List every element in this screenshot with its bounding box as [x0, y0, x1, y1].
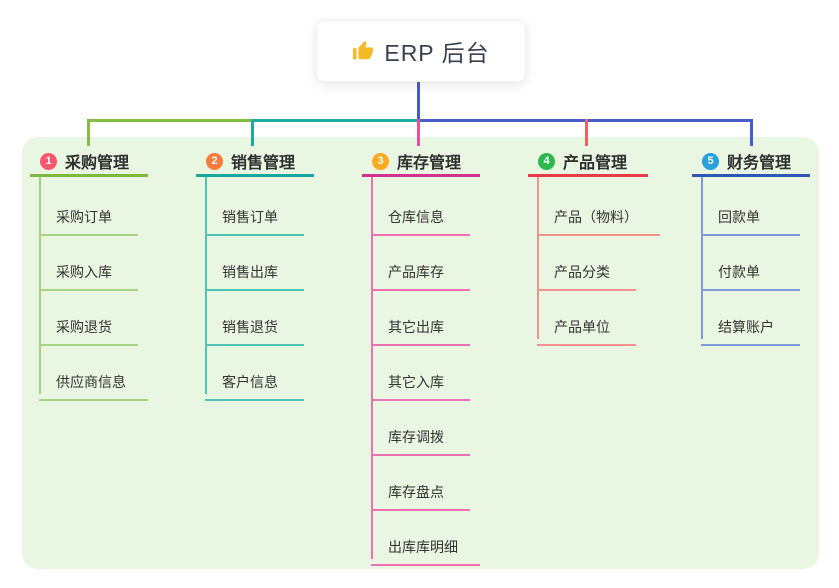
sub-node-label: 采购订单 [56, 209, 112, 225]
branch-trunk-line [371, 177, 373, 559]
sub-node-label: 付款单 [718, 264, 760, 280]
node-product-unit[interactable]: 产品单位 [537, 297, 636, 346]
sub-node-label: 供应商信息 [56, 374, 126, 390]
branch-trunk-line [39, 177, 41, 394]
sub-node-label: 其它出库 [388, 319, 444, 335]
sub-node-label: 客户信息 [222, 374, 278, 390]
root-connector-line [417, 80, 420, 121]
node-product-category[interactable]: 产品分类 [537, 242, 636, 291]
branches-panel [22, 137, 819, 569]
sub-node-label: 销售订单 [222, 209, 278, 225]
node-outbound-detail[interactable]: 出库库明细 [371, 517, 480, 566]
branch-drop-line-purchase [87, 119, 90, 146]
branch-drop-line-product [585, 119, 588, 146]
thumbs-up-icon [352, 40, 374, 62]
sub-node-label: 销售退货 [222, 319, 278, 335]
node-purchase-return[interactable]: 采购退货 [39, 297, 138, 346]
node-supplier-info[interactable]: 供应商信息 [39, 352, 148, 401]
branch-drop-line-inventory [417, 119, 420, 146]
node-collection-note[interactable]: 回款单 [701, 187, 800, 236]
node-product-material[interactable]: 产品（物料） [537, 187, 660, 236]
branch-trunk-line [205, 177, 207, 394]
branch-label: 采购管理 [65, 155, 130, 172]
branch-label: 产品管理 [563, 155, 628, 172]
node-payment-note[interactable]: 付款单 [701, 242, 800, 291]
branch-header-finance[interactable]: 5 财务管理 [692, 150, 791, 172]
branch-number-badge: 3 [372, 152, 389, 170]
sub-node-label: 采购入库 [56, 264, 112, 280]
branch-drop-line-finance [750, 119, 753, 146]
sub-node-label: 采购退货 [56, 319, 112, 335]
branch-number-badge: 2 [206, 152, 223, 170]
sub-node-label: 回款单 [718, 209, 760, 225]
branch-underline [30, 174, 148, 177]
node-stock-transfer[interactable]: 库存调拨 [371, 407, 470, 456]
branch-number-badge: 4 [538, 152, 555, 170]
sub-node-label: 产品单位 [554, 319, 610, 335]
branch-trunk-line [537, 177, 539, 339]
branch-label: 销售管理 [231, 155, 296, 172]
node-product-stock[interactable]: 产品库存 [371, 242, 470, 291]
node-purchase-order[interactable]: 采购订单 [39, 187, 138, 236]
root-node[interactable]: ERP 后台 [316, 20, 526, 82]
branch-header-inventory[interactable]: 3 库存管理 [362, 150, 461, 172]
branch-header-product[interactable]: 4 产品管理 [528, 150, 627, 172]
sub-node-label: 其它入库 [388, 374, 444, 390]
branch-drop-line-sales [251, 119, 254, 146]
branch-header-sales[interactable]: 2 销售管理 [196, 150, 295, 172]
node-customer-info[interactable]: 客户信息 [205, 352, 304, 401]
branch-number-badge: 1 [40, 152, 57, 170]
node-other-inbound[interactable]: 其它入库 [371, 352, 470, 401]
node-stock-taking[interactable]: 库存盘点 [371, 462, 470, 511]
node-sales-outbound[interactable]: 销售出库 [205, 242, 304, 291]
branch-label: 库存管理 [397, 155, 462, 172]
branch-underline [196, 174, 314, 177]
root-node-label: ERP 后台 [384, 40, 490, 66]
sub-node-label: 销售出库 [222, 264, 278, 280]
node-purchase-inbound[interactable]: 采购入库 [39, 242, 138, 291]
branch-number-badge: 5 [702, 152, 719, 170]
branch-trunk-line [701, 177, 703, 339]
sub-node-label: 库存调拨 [388, 429, 444, 445]
sub-node-label: 结算账户 [718, 319, 774, 335]
branch-underline [528, 174, 648, 177]
sub-node-label: 产品（物料） [554, 209, 638, 225]
connector-segment-indigo [417, 119, 752, 122]
sub-node-label: 出库库明细 [388, 539, 458, 555]
branch-underline [362, 174, 480, 177]
node-warehouse-info[interactable]: 仓库信息 [371, 187, 470, 236]
node-settlement-account[interactable]: 结算账户 [701, 297, 800, 346]
node-other-outbound[interactable]: 其它出库 [371, 297, 470, 346]
branch-underline [692, 174, 810, 177]
sub-node-label: 仓库信息 [388, 209, 444, 225]
branch-label: 财务管理 [727, 155, 792, 172]
connector-segment-teal [253, 119, 417, 122]
connector-segment-green [87, 119, 253, 122]
node-sales-return[interactable]: 销售退货 [205, 297, 304, 346]
sub-node-label: 库存盘点 [388, 484, 444, 500]
sub-node-label: 产品库存 [388, 264, 444, 280]
branch-header-purchase[interactable]: 1 采购管理 [30, 150, 129, 172]
sub-node-label: 产品分类 [554, 264, 610, 280]
node-sales-order[interactable]: 销售订单 [205, 187, 304, 236]
